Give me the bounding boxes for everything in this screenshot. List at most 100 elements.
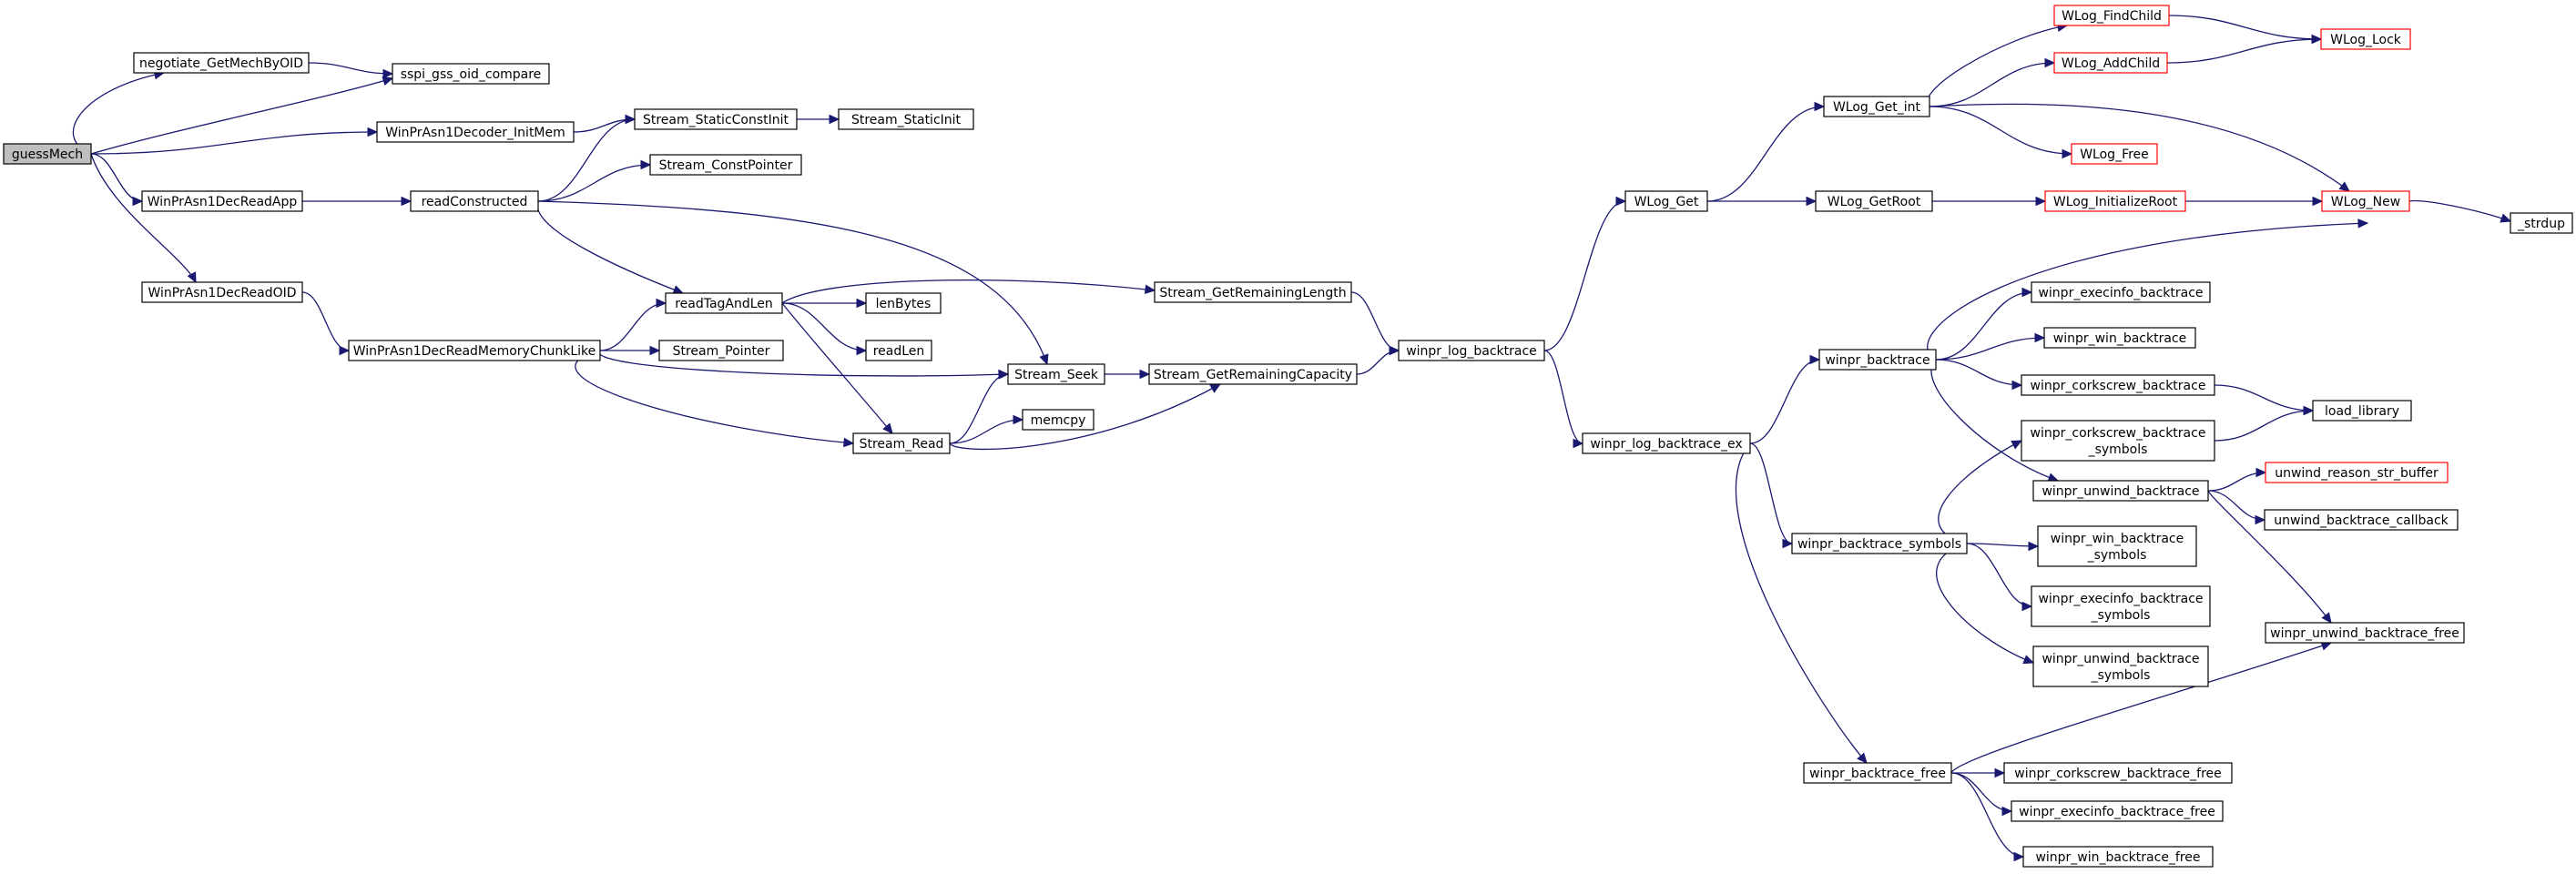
- node-stream-seek[interactable]: Stream_Seek: [1007, 363, 1105, 385]
- edge-winpr-unwind-backtrace-to-unwind-reason-str-buffer: [2207, 467, 2267, 492]
- node--strdup[interactable]: _strdup: [2510, 212, 2573, 234]
- node-box: [2043, 327, 2196, 349]
- node-winpr-execinfo-backtrace[interactable]: winpr_execinfo_backtrace: [2031, 281, 2211, 303]
- edge-line: [2207, 490, 2332, 624]
- node-label: winpr_log_backtrace: [1406, 344, 1537, 359]
- edge-wlog-get-to-wlog-getroot: [1707, 196, 1817, 207]
- node-winpr-unwind-backtrace-free[interactable]: winpr_unwind_backtrace_free: [2265, 622, 2465, 644]
- edge-line: [1735, 442, 1868, 764]
- node-winpr-win-backtrace[interactable]: winpr_win_backtrace: [2043, 327, 2196, 349]
- edge-line: [1966, 543, 2032, 607]
- node-winprasn1decreadapp[interactable]: WinPrAsn1DecReadApp: [141, 190, 303, 212]
- node-box: [2320, 28, 2411, 50]
- edge-readconstructed-to-readtagandlen: [536, 200, 685, 295]
- edge-winpr-corkscrew-backtrace-to-load-library: [2214, 384, 2315, 416]
- node-guessmech[interactable]: guessMech: [3, 143, 92, 165]
- node-winprasn1decreadmemorychunklike[interactable]: WinPrAsn1DecReadMemoryChunkLike: [348, 340, 601, 361]
- node-winpr-corkscrew-backtrace-free[interactable]: winpr_corkscrew_backtrace_free: [2003, 762, 2233, 784]
- node-negotiate-getmechbyoid[interactable]: negotiate_GetMechByOID: [133, 52, 310, 74]
- arrowhead-icon: [2500, 213, 2512, 223]
- node-box: [2312, 400, 2412, 422]
- node-winpr-log-backtrace[interactable]: winpr_log_backtrace: [1398, 340, 1545, 361]
- node-winpr-win-backtrace-symbols[interactable]: winpr_win_backtrace_symbols: [2037, 525, 2197, 567]
- node-readconstructed[interactable]: readConstructed: [410, 190, 539, 212]
- node-label: readConstructed: [422, 195, 528, 209]
- node-sspi-gss-oid-compare[interactable]: sspi_gss_oid_compare: [392, 63, 550, 85]
- node-wlog-get-int[interactable]: WLog_Get_int: [1823, 96, 1930, 117]
- node-wlog-initializeroot[interactable]: WLog_InitializeRoot: [2044, 190, 2186, 212]
- node-wlog-lock[interactable]: WLog_Lock: [2320, 28, 2411, 50]
- node-unwind-reason-str-buffer[interactable]: unwind_reason_str_buffer: [2265, 462, 2449, 483]
- edge-guessmech-to-winprasn1decreadapp: [90, 153, 144, 207]
- arrowhead-icon: [1389, 345, 1400, 356]
- node-box: [658, 340, 784, 361]
- node-box: [665, 292, 783, 314]
- arrowhead-icon: [382, 76, 394, 86]
- edge-line: [536, 200, 684, 294]
- edge-winprasn1decreadmemorychunklike-to-stream-read: [575, 350, 855, 448]
- arrowhead-icon: [1039, 353, 1049, 366]
- node-box: [141, 190, 303, 212]
- node-wlog-new[interactable]: WLog_New: [2321, 190, 2410, 212]
- node-box: [1791, 533, 1968, 554]
- node-winpr-corkscrew-backtrace-symbols[interactable]: winpr_corkscrew_backtrace_symbols: [2021, 420, 2215, 462]
- node-winprasn1decreadoid[interactable]: WinPrAsn1DecReadOID: [141, 281, 303, 303]
- node-memcpy[interactable]: memcpy: [1022, 409, 1095, 431]
- node-readtagandlen[interactable]: readTagAndLen: [665, 292, 783, 314]
- node-lenbytes[interactable]: lenBytes: [865, 292, 942, 314]
- node-wlog-addchild[interactable]: WLog_AddChild: [2053, 52, 2168, 74]
- node-winpr-backtrace-free[interactable]: winpr_backtrace_free: [1803, 762, 1952, 784]
- arrowhead-icon: [2311, 34, 2323, 45]
- node-winpr-log-backtrace-ex[interactable]: winpr_log_backtrace_ex: [1582, 432, 1751, 454]
- edge-stream-getremaininglength-to-winpr-log-backtrace: [1350, 291, 1400, 356]
- node-label: winpr_corkscrew_backtrace: [2031, 379, 2206, 393]
- node-box: [634, 108, 798, 130]
- node-label: readLen: [873, 344, 925, 359]
- node-stream-getremainingcapacity[interactable]: Stream_GetRemainingCapacity: [1148, 363, 1358, 385]
- node-winpr-unwind-backtrace-symbols[interactable]: winpr_unwind_backtrace_symbols: [2032, 645, 2209, 687]
- node-label: WLog_Free: [2080, 147, 2149, 162]
- arrowhead-icon: [367, 127, 379, 137]
- edge-line: [1927, 222, 2368, 361]
- node-winpr-win-backtrace-free[interactable]: winpr_win_backtrace_free: [2022, 846, 2214, 868]
- edge-readtagandlen-to-lenbytes: [781, 298, 868, 309]
- nodes-layer: guessMech negotiate_GetMechByOID sspi_gss_…: [3, 5, 2573, 868]
- node-winpr-unwind-backtrace[interactable]: winpr_unwind_backtrace: [2032, 480, 2209, 502]
- edge-line: [1935, 359, 2022, 386]
- node-wlog-get[interactable]: WLog_Get: [1624, 190, 1708, 212]
- edge-line: [949, 383, 1221, 451]
- node-wlog-free[interactable]: WLog_Free: [2071, 143, 2158, 165]
- node-stream-staticinit[interactable]: Stream_StaticInit: [838, 108, 974, 130]
- node-winpr-corkscrew-backtrace[interactable]: winpr_corkscrew_backtrace: [2021, 374, 2215, 396]
- edge-winpr-backtrace-free-to-winpr-win-backtrace-free: [1950, 772, 2025, 862]
- arrowhead-icon: [656, 298, 667, 309]
- edges-layer: [72, 15, 2512, 862]
- edge-line: [537, 200, 1048, 365]
- node-winpr-backtrace[interactable]: winpr_backtrace: [1818, 349, 1937, 371]
- arrowhead-icon: [2013, 851, 2025, 862]
- node-winprasn1decoder-initmem[interactable]: WinPrAsn1Decoder_InitMem: [376, 121, 575, 143]
- node-stream-constpointer[interactable]: Stream_ConstPointer: [649, 154, 802, 176]
- node-wlog-getroot[interactable]: WLog_GetRoot: [1815, 190, 1933, 212]
- arrowhead-icon: [187, 271, 197, 284]
- edge-stream-getremainingcapacity-to-winpr-log-backtrace: [1356, 345, 1400, 375]
- node-winpr-backtrace-symbols[interactable]: winpr_backtrace_symbols: [1791, 533, 1968, 554]
- edge-line: [90, 77, 393, 155]
- node-winpr-execinfo-backtrace-symbols[interactable]: winpr_execinfo_backtrace_symbols: [2031, 585, 2211, 627]
- node-stream-pointer[interactable]: Stream_Pointer: [658, 340, 784, 361]
- node-stream-read[interactable]: Stream_Read: [852, 432, 951, 454]
- node-wlog-findchild[interactable]: WLog_FindChild: [2053, 5, 2170, 26]
- node-stream-getremaininglength[interactable]: Stream_GetRemainingLength: [1154, 281, 1352, 303]
- edge-line: [949, 419, 1023, 444]
- node-readlen[interactable]: readLen: [865, 340, 932, 361]
- node-box: [2053, 5, 2170, 26]
- node-load-library[interactable]: load_library: [2312, 400, 2412, 422]
- edge-line: [1950, 642, 2332, 774]
- node-stream-staticconstinit[interactable]: Stream_StaticConstInit: [634, 108, 798, 130]
- node-winpr-execinfo-backtrace-free[interactable]: winpr_execinfo_backtrace_free: [2011, 800, 2224, 822]
- edge-line: [575, 350, 854, 444]
- node-unwind-backtrace-callback[interactable]: unwind_backtrace_callback: [2264, 509, 2459, 531]
- edge-winpr-backtrace-to-winpr-execinfo-backtrace: [1935, 287, 2033, 361]
- edge-guessmech-to-sspi-gss-oid-compare: [90, 76, 394, 155]
- arrowhead-icon: [2028, 541, 2040, 552]
